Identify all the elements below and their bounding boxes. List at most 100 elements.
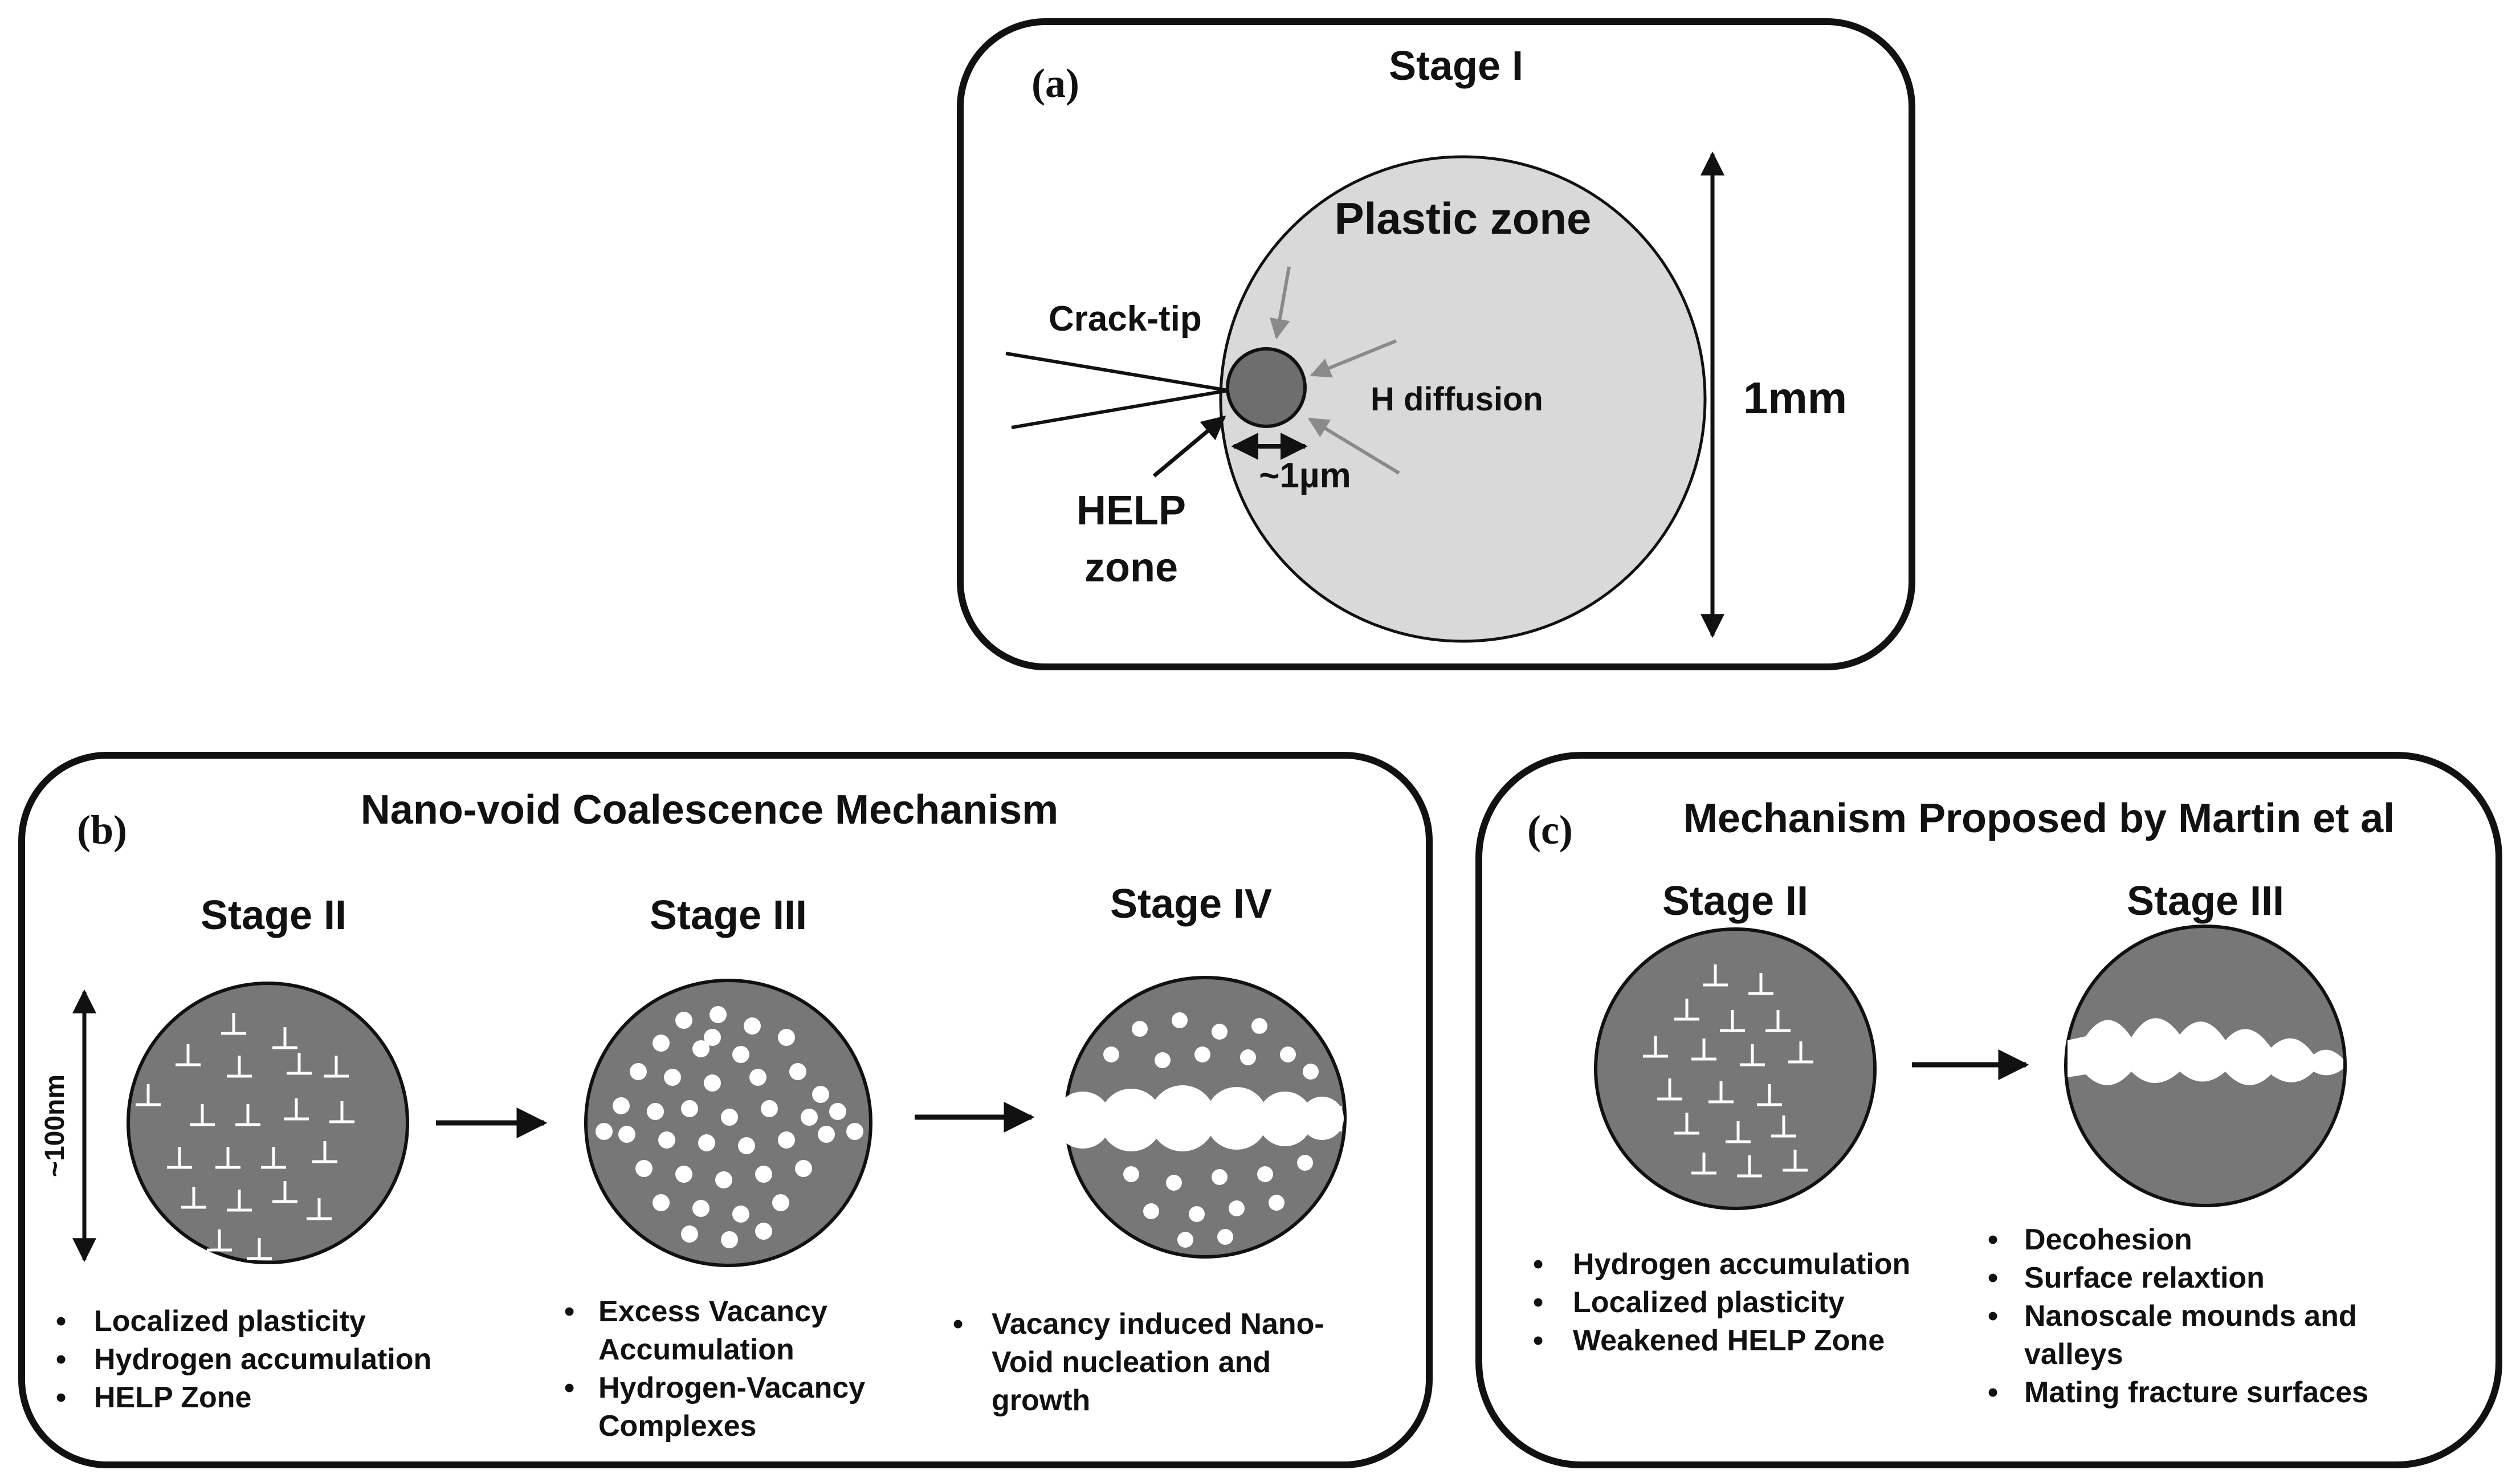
vacancy-dot [1155,1052,1171,1068]
dislocation-symbol [1726,1121,1751,1143]
bullet-text: Decohesion [2024,1223,2192,1256]
stage4-bullets: •Vacancy induced Nano- Void nucleation a… [953,1308,1324,1417]
svg-text:•: • [1533,1324,1543,1357]
dislocation-symbol [1737,1155,1762,1178]
vacancy-dot [755,1166,772,1183]
vacancy-dot [647,1103,664,1120]
dislocation-symbol [176,1044,201,1066]
coalesced-void [1205,1087,1268,1150]
vacancy-dot [653,1194,670,1211]
fracture-surface [2068,1018,2343,1085]
vacancy-dot [675,1166,692,1183]
vacancy-dot [755,1223,772,1240]
c-stage2-bullets: • Hydrogen accumulation • Localized plasti… [1533,1248,1910,1357]
dislocation-symbol [1783,1150,1808,1172]
dislocation-symbol [221,1013,246,1035]
svg-text:•: • [56,1343,66,1376]
stage3-vacancies [596,1006,863,1248]
vacancy-dot [1240,1049,1256,1065]
dislocation-symbol [207,1229,232,1252]
panel-a-letter: (a) [1031,60,1079,106]
crack-line-lower [1011,389,1229,429]
c-stage2-dislocation-disc [1594,927,1877,1210]
vacancy-dot [721,1109,738,1126]
bullet-text: Weakened HELP Zone [1573,1324,1885,1357]
bullet-text: growth [992,1384,1090,1417]
vacancy-dot [1103,1047,1119,1062]
vacancy-dot [789,1063,806,1080]
svg-text:•: • [1988,1261,1998,1294]
dislocation-symbol [227,1190,252,1212]
stage2-bullets: •Localized plasticity •Hydrogen accumula… [56,1305,431,1414]
dislocation-symbol [287,1053,312,1075]
vacancy-dot [1143,1203,1159,1219]
panel-c: (c) Mechanism Proposed by Martin et al S… [1475,752,2502,1468]
help-zone-circle [1226,347,1307,428]
bullet-text: Void nucleation and [992,1346,1271,1379]
vacancy-dot [801,1109,818,1126]
panel-b-letter: (b) [77,807,127,853]
vacancy-dot [1189,1206,1205,1222]
svg-text:•: • [564,1371,574,1404]
bullet-text: Mating fracture surfaces [2024,1376,2368,1409]
micron-label: ~1µm [1259,456,1351,495]
bullet-text: Excess Vacancy [598,1295,827,1328]
bullet-text: Hydrogen accumulation [1573,1248,1910,1281]
h-diffusion-arrow-mid [1310,339,1397,378]
help-zone-label-line1: HELP [1076,488,1186,534]
stage2-dislocation-disc [127,982,409,1264]
dislocation-symbol [167,1147,192,1169]
h-diffusion-label: H diffusion [1371,381,1543,418]
dislocation-symbol [1691,1153,1716,1175]
vacancy-dot [1269,1195,1285,1211]
vacancy-dot [1297,1155,1313,1171]
crack-line-upper [1005,352,1229,392]
vacancy-dot [653,1035,670,1052]
vacancy-dot [761,1100,778,1117]
vacancy-dot [778,1131,795,1149]
vacancy-dot [1212,1024,1228,1040]
dislocation-symbol [1771,1115,1796,1138]
vacancy-dot [681,1100,698,1117]
vacancy-dot [630,1063,647,1080]
dislocation-symbol [1674,999,1699,1021]
dislocation-symbol [235,1104,260,1126]
dislocation-symbol [324,1056,349,1078]
svg-text:•: • [1533,1248,1543,1281]
vacancy-dot [772,1194,789,1211]
svg-text:•: • [953,1308,963,1341]
dislocation-symbol [307,1198,332,1220]
coalesced-void [1100,1089,1163,1151]
bullet-text: Complexes [598,1410,756,1443]
bullet-text: Localized plasticity [1573,1286,1845,1319]
help-zone-label-line2: zone [1084,545,1178,591]
dislocation-symbol [247,1238,272,1260]
dislocation-symbol [272,1027,297,1049]
plastic-zone-label: Plastic zone [1335,193,1592,243]
svg-text:•: • [56,1305,66,1338]
vacancy-dot [732,1046,749,1063]
dislocation-symbol [227,1056,252,1078]
vacancy-dot [618,1126,635,1143]
coalesced-void [1258,1092,1312,1146]
vacancy-dot [795,1160,812,1177]
bullet-text: Localized plasticity [94,1305,366,1338]
vacancy-dot [1303,1064,1319,1080]
dislocation-symbol [312,1141,337,1163]
svg-text:•: • [1988,1223,1998,1256]
dislocation-symbol [190,1104,215,1126]
vacancy-dot [1257,1166,1273,1182]
vacancy-dot [818,1126,835,1143]
dislocation-symbol [1748,973,1773,995]
coalesced-void [1149,1085,1216,1151]
mm-label: 1mm [1743,373,1847,423]
svg-text:•: • [564,1295,574,1328]
vacancy-dot [1166,1175,1182,1191]
vacancy-dot [749,1069,766,1086]
vacancy-dot [704,1029,721,1046]
dislocation-symbol [1691,1039,1716,1061]
coalesced-void [1300,1097,1344,1140]
vacancy-dot [613,1097,630,1114]
svg-text:•: • [56,1381,66,1414]
dislocation-symbol [1740,1044,1765,1066]
